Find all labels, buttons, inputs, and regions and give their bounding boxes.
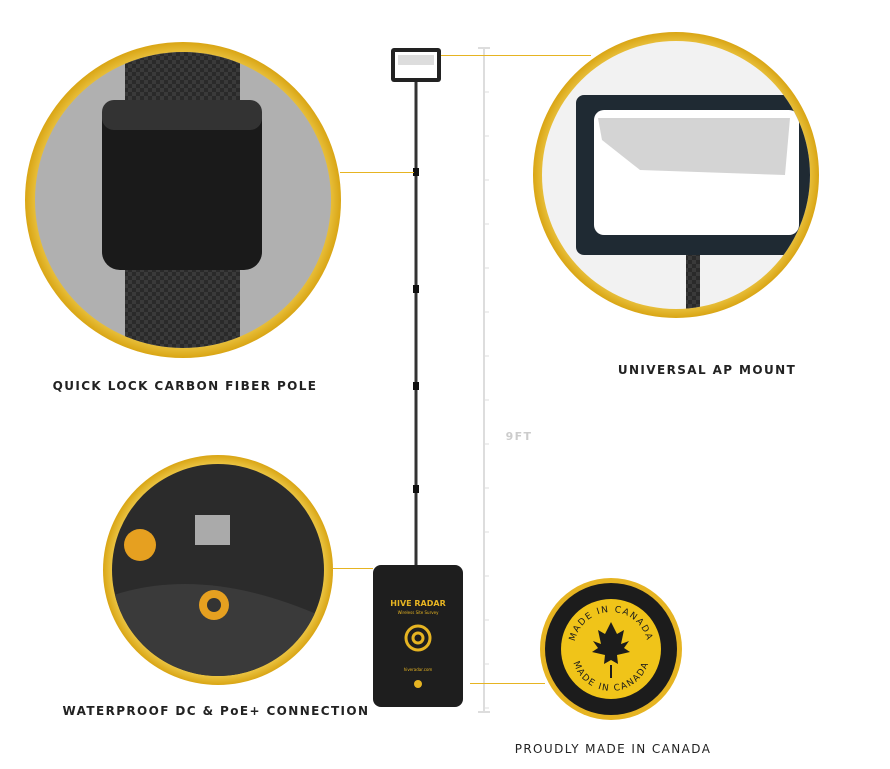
connector-line [340, 172, 414, 173]
connector-closeup [103, 455, 333, 685]
height-label: 9FT [505, 430, 533, 443]
pole-lock-closeup [25, 42, 341, 358]
made-in-canada-badge: MADE IN CANADA MADE IN CANADA [540, 578, 682, 720]
connector-line [470, 683, 545, 684]
ap-mount [391, 48, 441, 82]
maple-leaf-icon [592, 622, 630, 664]
connector-line [441, 55, 591, 56]
case-subtitle: Wireless Site Survey [398, 610, 440, 615]
connector-line [333, 568, 373, 569]
ap-mount-closeup [533, 32, 819, 318]
feature-label-connection: WATERPROOF DC & PoE+ CONNECTION [62, 704, 370, 718]
feature-label-canada: PROUDLY MADE IN CANADA [514, 742, 712, 756]
feature-label-pole: QUICK LOCK CARBON FIBER POLE [52, 379, 318, 393]
height-ruler [478, 47, 490, 713]
case-brand: HIVE RADAR [390, 599, 445, 608]
feature-label-mount: UNIVERSAL AP MOUNT [617, 363, 797, 377]
hive-radar-case: HIVE RADAR Wireless Site Survey hiverada… [373, 565, 463, 707]
carbon-pole [413, 80, 419, 565]
case-url: hiveradar.com [404, 667, 433, 672]
